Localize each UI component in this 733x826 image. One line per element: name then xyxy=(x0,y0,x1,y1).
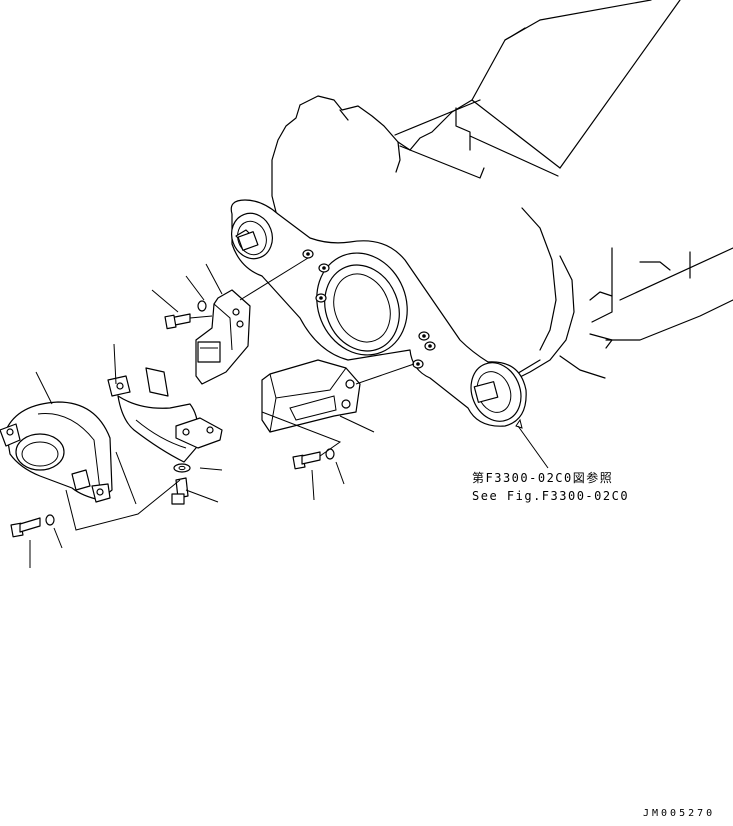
reference-japanese: 第F3300-02C0図参照 xyxy=(472,470,613,485)
upper-bracket xyxy=(195,257,309,385)
reference-english: See Fig.F3300-02C0 xyxy=(472,489,629,503)
engine-housing xyxy=(271,0,733,385)
leader-lines xyxy=(29,263,549,568)
bolt-lower-left xyxy=(10,514,55,538)
bolt-center xyxy=(171,463,191,505)
clamp-upper-half xyxy=(107,367,223,463)
bolt-middle xyxy=(261,411,342,470)
drawing-id: JM005270 xyxy=(643,808,715,819)
lower-bracket xyxy=(261,359,415,433)
bolt-upper xyxy=(164,300,213,330)
clamp-housing xyxy=(0,401,113,503)
support-arm xyxy=(230,199,527,427)
